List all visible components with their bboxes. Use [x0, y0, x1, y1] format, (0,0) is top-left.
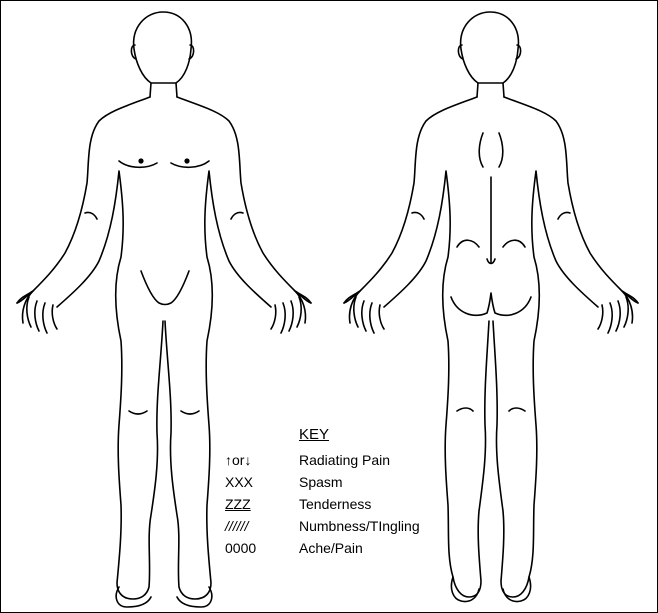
back-outline-right [493, 97, 638, 597]
back-head [461, 12, 519, 83]
front-groin [141, 271, 189, 305]
back-feet [451, 577, 530, 602]
tenderness-label: Tenderness [299, 496, 371, 512]
spasm-label: Spasm [299, 474, 343, 490]
numbness-symbol: ////// [225, 518, 248, 534]
front-nipple-right [185, 159, 189, 163]
back-knee-marks [457, 408, 525, 411]
radiating-pain-label: Radiating Pain [299, 452, 390, 468]
back-neck [477, 83, 504, 97]
back-buttocks [451, 293, 531, 315]
front-neck [150, 83, 177, 97]
front-knee-marks [129, 411, 199, 414]
front-nipple-left [139, 159, 143, 163]
pain-key-legend: KEY ↑or↓ Radiating Pain XXX Spasm ZZZ Te… [225, 426, 485, 576]
radiating-pain-symbol: ↑or↓ [225, 452, 251, 468]
spasm-symbol: XXX [225, 474, 253, 490]
front-arm-marks [85, 212, 243, 219]
numbness-label: Numbness/TIngling [299, 518, 420, 534]
front-outline-left [17, 97, 163, 599]
ache-pain-label: Ache/Pain [299, 540, 363, 556]
key-title: KEY [299, 426, 329, 443]
back-shoulder-blades [479, 133, 503, 263]
front-chest-line [119, 161, 209, 167]
ache-pain-symbol: 0000 [225, 540, 256, 556]
front-head [134, 12, 192, 83]
tenderness-symbol: ZZZ [225, 496, 251, 512]
front-feet [116, 587, 212, 607]
